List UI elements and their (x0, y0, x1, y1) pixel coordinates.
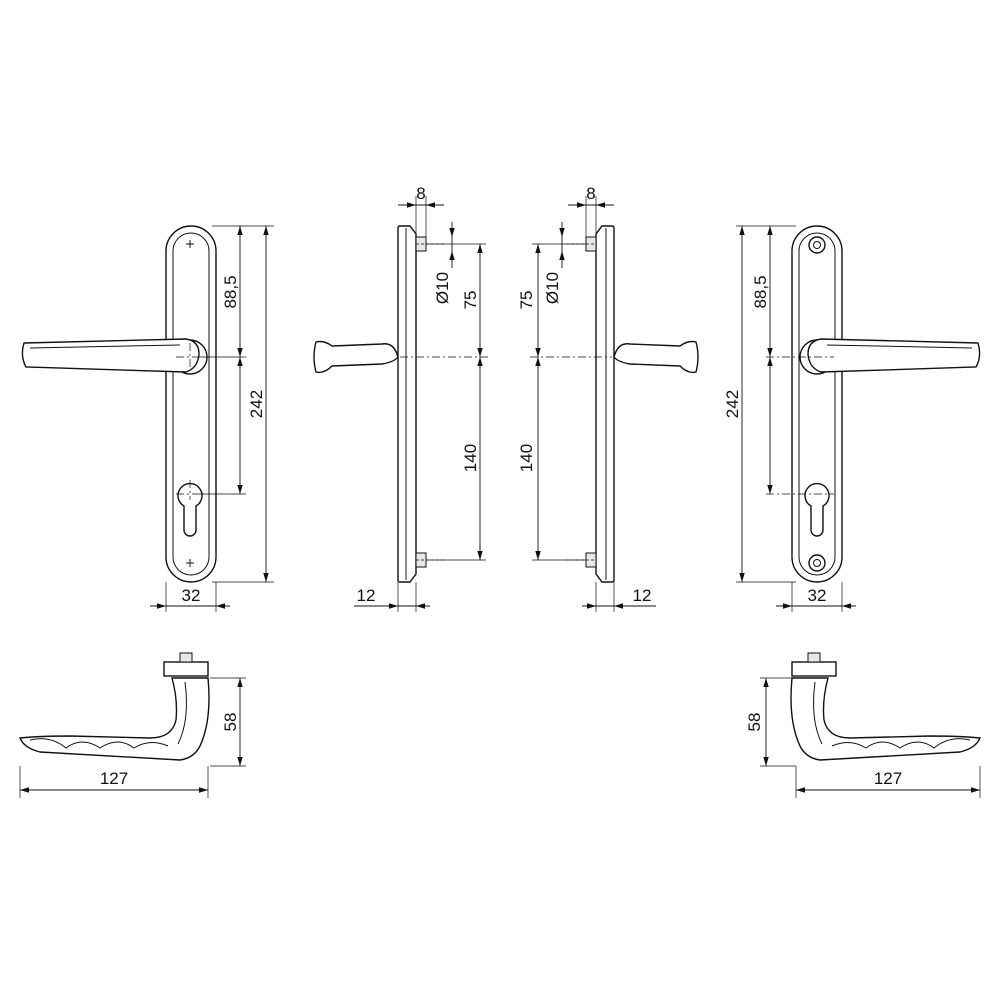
label-75-left: 75 (461, 291, 480, 310)
rose-cap (163, 661, 209, 677)
label-32-right: 32 (808, 586, 827, 605)
label-12-left: 12 (357, 586, 376, 605)
keyhole-center (176, 480, 204, 500)
lever-side-profile-right (613, 340, 699, 374)
label-140-right: 140 (517, 444, 536, 472)
label-32-left: 32 (182, 586, 201, 605)
label-12-right: 12 (633, 586, 652, 605)
front-view-right: 242 88,5 32 (723, 225, 981, 612)
label-127-right: 127 (874, 769, 902, 788)
label-242-left: 242 (247, 390, 266, 418)
side-view-left: 8 Ø10 75 140 12 (313, 184, 488, 612)
bottom-screw-head (808, 554, 826, 572)
backplate-inner-right (798, 232, 836, 576)
lever-highlight (29, 344, 181, 349)
lever-top-profile-right (790, 677, 981, 761)
label-242-right: 242 (723, 390, 742, 418)
rose-spindle (179, 652, 193, 663)
lever-top-profile (19, 677, 210, 761)
lever-handle-right (807, 338, 981, 373)
label-75-right: 75 (517, 291, 536, 310)
cylinder-keyhole (177, 482, 203, 537)
cylinder-keyhole-right (804, 482, 830, 537)
bottom-screw-mark (186, 559, 194, 567)
lever-grip-waves-right (831, 738, 971, 749)
backplate-inner (172, 232, 210, 576)
label-8-left: 8 (416, 184, 425, 203)
top-screw-head (808, 236, 826, 254)
label-88-5-right: 88,5 (751, 275, 770, 308)
label-d10-left: Ø10 (433, 272, 452, 304)
label-d10-right: Ø10 (543, 272, 562, 304)
lever-handle (21, 338, 200, 373)
rose-cap-right (791, 661, 837, 677)
front-view-left: 88,5 242 32 (21, 225, 274, 612)
handle-center (176, 343, 204, 371)
rose-spindle-right (807, 652, 821, 663)
top-view-left: 58 127 (19, 652, 246, 798)
lever-grip-waves (29, 738, 169, 749)
label-58-right: 58 (745, 713, 764, 732)
plate-side-profile-right (595, 225, 615, 583)
label-127-left: 127 (100, 769, 128, 788)
lever-side-profile (313, 340, 399, 374)
label-58-left: 58 (221, 713, 240, 732)
top-view-right: 58 127 (745, 652, 981, 798)
side-view-right: 8 Ø10 75 140 12 (517, 184, 699, 612)
label-140-left: 140 (461, 444, 480, 472)
top-screw-mark (186, 240, 194, 248)
plate-side-profile (397, 225, 417, 583)
backplate-outer-right (791, 225, 843, 583)
label-8-right: 8 (586, 184, 595, 203)
label-88-5-left: 88,5 (221, 275, 240, 308)
